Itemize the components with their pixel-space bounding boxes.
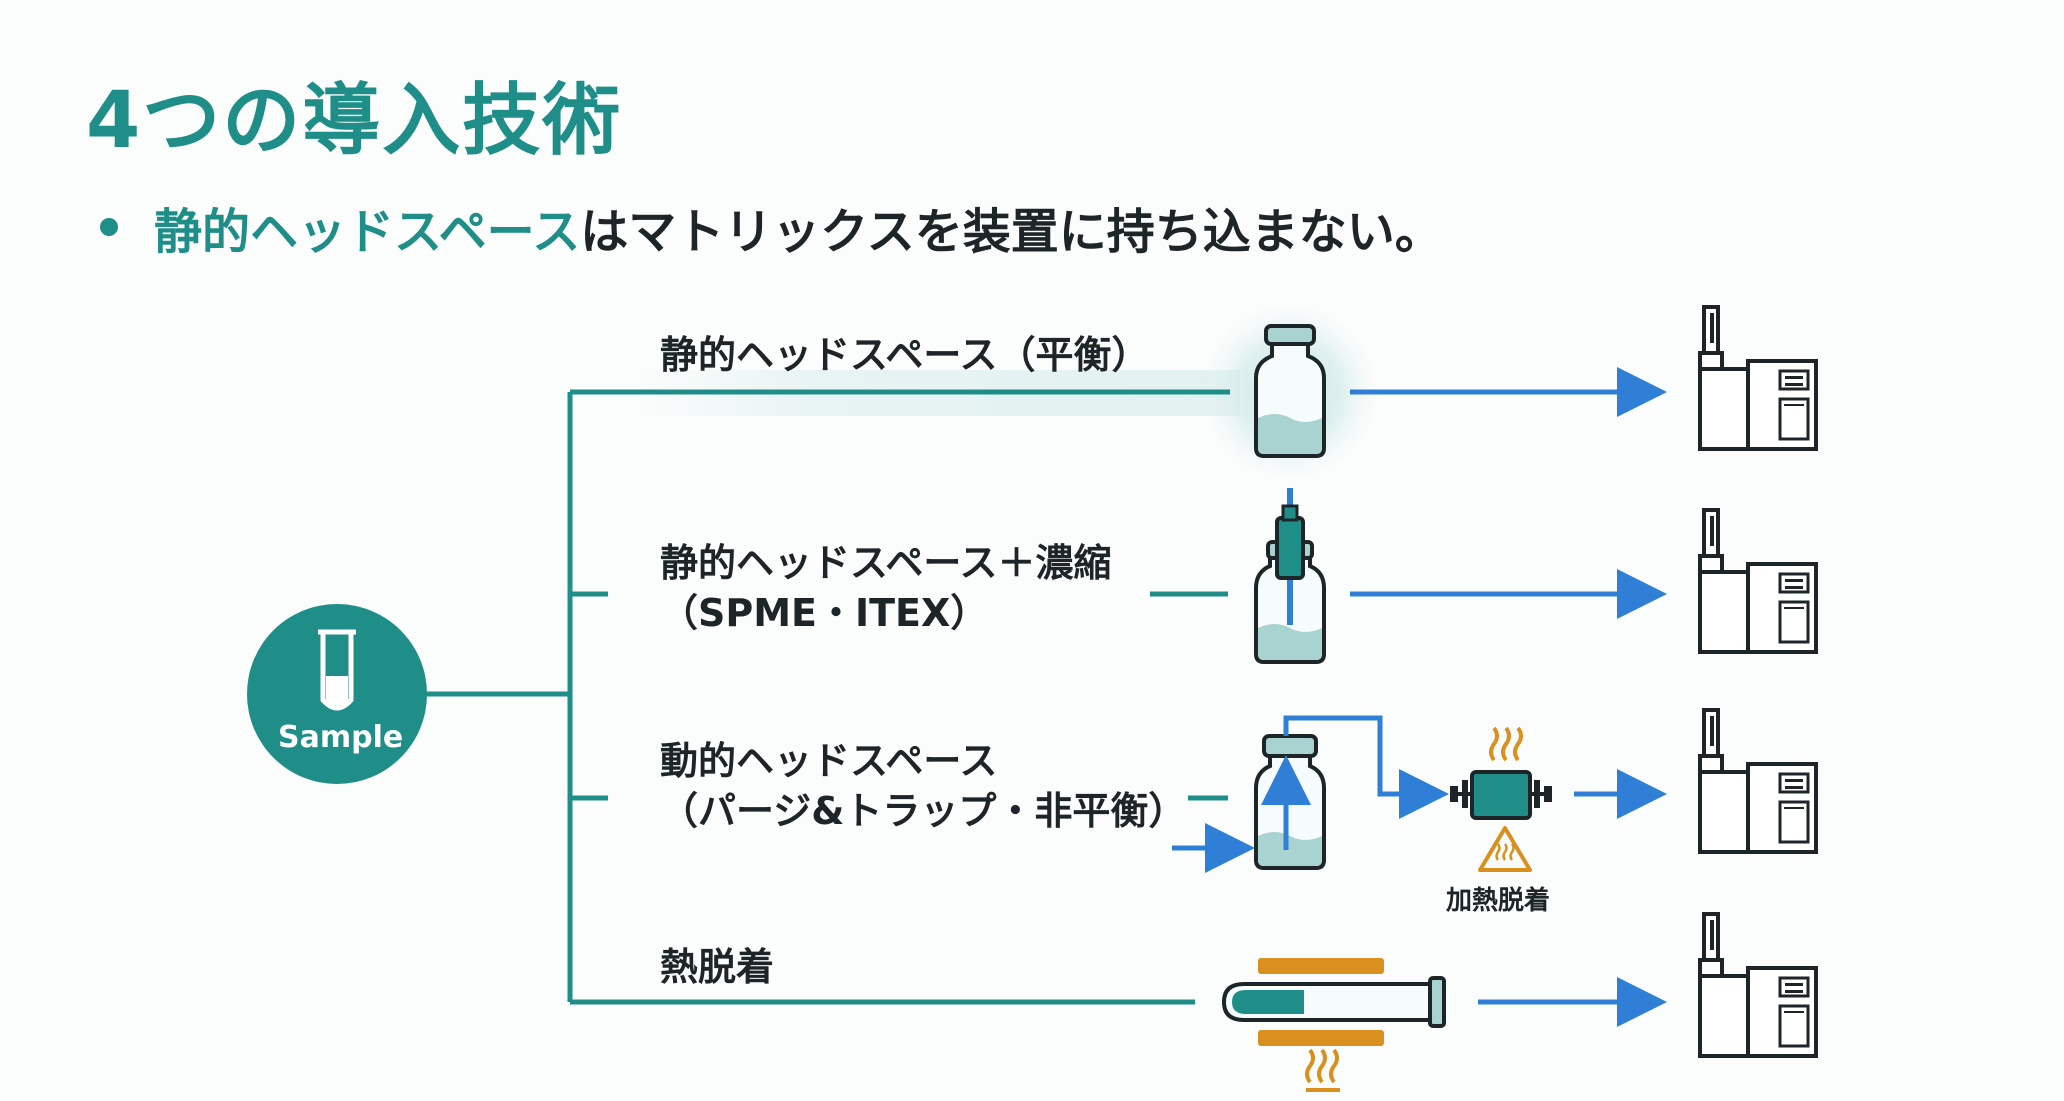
gc-instrument-icon	[1698, 708, 1818, 854]
branch-label-thermal: 熱脱着	[660, 942, 774, 992]
vial-icon	[1254, 324, 1326, 458]
gc-instrument-icon	[1698, 508, 1818, 654]
bullet-dot	[100, 218, 118, 236]
branch-lines	[425, 389, 1230, 1005]
purge-vial-icon	[1172, 715, 1449, 873]
bullet-point: 静的ヘッドスペース はマトリックスを装置に持ち込まない。	[100, 192, 1443, 262]
branch-label-line1: 動的ヘッドスペース	[660, 739, 998, 783]
sample-label: Sample	[278, 720, 404, 755]
heated-trap-icon	[1450, 726, 1552, 872]
branch-label-static: 静的ヘッドスペース（平衡）	[660, 330, 1149, 380]
branch-label-line1: 熱脱着	[660, 945, 775, 989]
gc-instrument-icon	[1698, 305, 1818, 451]
bullet-highlight: 静的ヘッドスペース	[154, 204, 581, 260]
bullet-text: はマトリックスを装置に持ち込まない。	[580, 204, 1443, 260]
branch-label-line2: （SPME・ITEX）	[660, 591, 989, 635]
branch-label-dynamic: 動的ヘッドスペース （パージ&トラップ・非平衡）	[660, 736, 1186, 836]
flow-arrows	[1350, 367, 1667, 1027]
test-tube-icon	[318, 629, 356, 711]
sample-node	[247, 604, 427, 784]
spme-vial-icon	[1254, 488, 1326, 664]
heat-warning-icon	[1478, 826, 1532, 872]
branch-label-line2: （パージ&トラップ・非平衡）	[660, 789, 1187, 833]
branch-label-line1: 静的ヘッドスペース＋濃縮	[660, 541, 1112, 585]
branch-label-static-concentration: 静的ヘッドスペース＋濃縮 （SPME・ITEX）	[660, 538, 1111, 638]
gc-instrument-icon	[1698, 912, 1818, 1058]
gc-instruments	[1698, 305, 1818, 1058]
thermal-tube-icon	[1221, 958, 1446, 1092]
trap-label: 加熱脱着	[1446, 886, 1551, 916]
branch-label-line1: 静的ヘッドスペース（平衡）	[660, 333, 1150, 377]
page-title: 4つの導入技術	[86, 76, 623, 166]
